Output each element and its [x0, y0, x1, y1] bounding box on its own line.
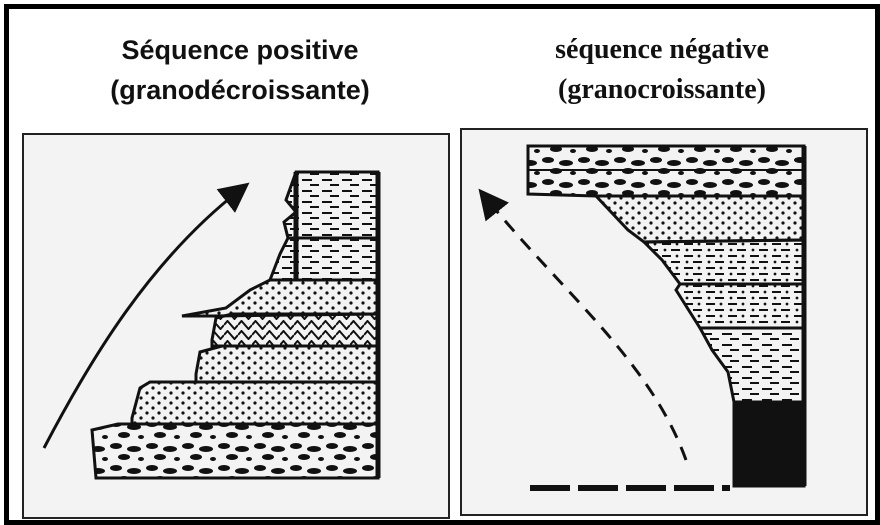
- left-layer-wavy: [212, 314, 378, 346]
- right-layer-silt-2: [644, 240, 804, 284]
- right-layer-sand: [596, 196, 804, 242]
- left-layer-sand-2: [196, 346, 378, 382]
- left-layer-sand-1: [132, 382, 378, 424]
- right-layer-black-base: [734, 402, 804, 486]
- left-layer-silt: [270, 238, 378, 280]
- left-stratigraphic-column: [92, 172, 378, 478]
- left-layer-sand-3: [182, 280, 378, 316]
- left-layer-conglomerate: [92, 424, 378, 478]
- right-stratigraphic-column: [528, 146, 804, 488]
- right-layer-silt-1: [676, 284, 804, 328]
- right-layer-clay-1: [700, 328, 804, 402]
